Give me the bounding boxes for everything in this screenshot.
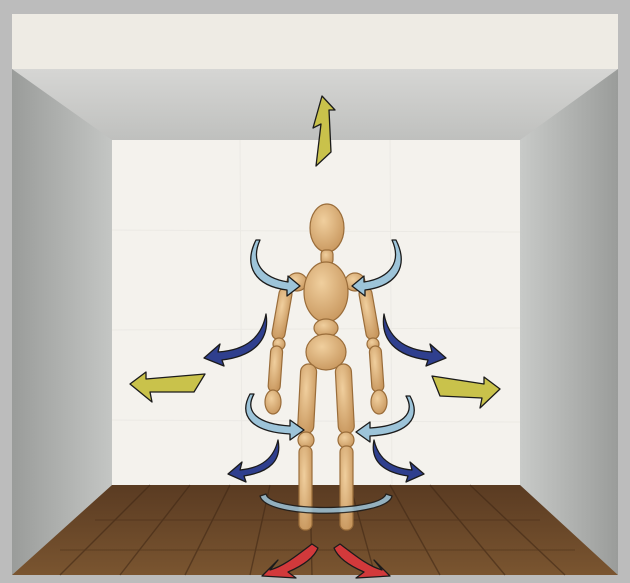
mannequin-left-forearm	[268, 346, 283, 393]
wooden-floor	[12, 485, 618, 575]
mannequin-chest	[304, 262, 348, 322]
mannequin-left-thigh	[297, 364, 317, 435]
mannequin-right-hand	[371, 390, 387, 414]
mannequin-left-hand	[265, 390, 281, 414]
mannequin-left-shin	[299, 446, 312, 530]
mannequin-right-forearm	[369, 346, 384, 393]
mannequin-right-thigh	[335, 364, 355, 435]
mannequin-head	[310, 204, 344, 252]
mannequin-right-shin	[340, 446, 353, 530]
ceiling-strip	[12, 14, 618, 69]
ceiling	[12, 69, 618, 140]
